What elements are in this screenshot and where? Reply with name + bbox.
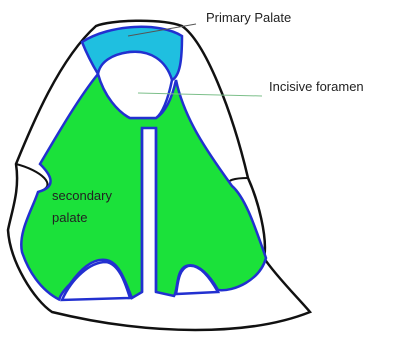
secondary-palate-label-line1: secondary (52, 188, 112, 203)
secondary-palate-label-line2: palate (52, 210, 87, 225)
primary-palate-label: Primary Palate (206, 10, 291, 25)
incisive-foramen-label: Incisive foramen (269, 79, 364, 94)
